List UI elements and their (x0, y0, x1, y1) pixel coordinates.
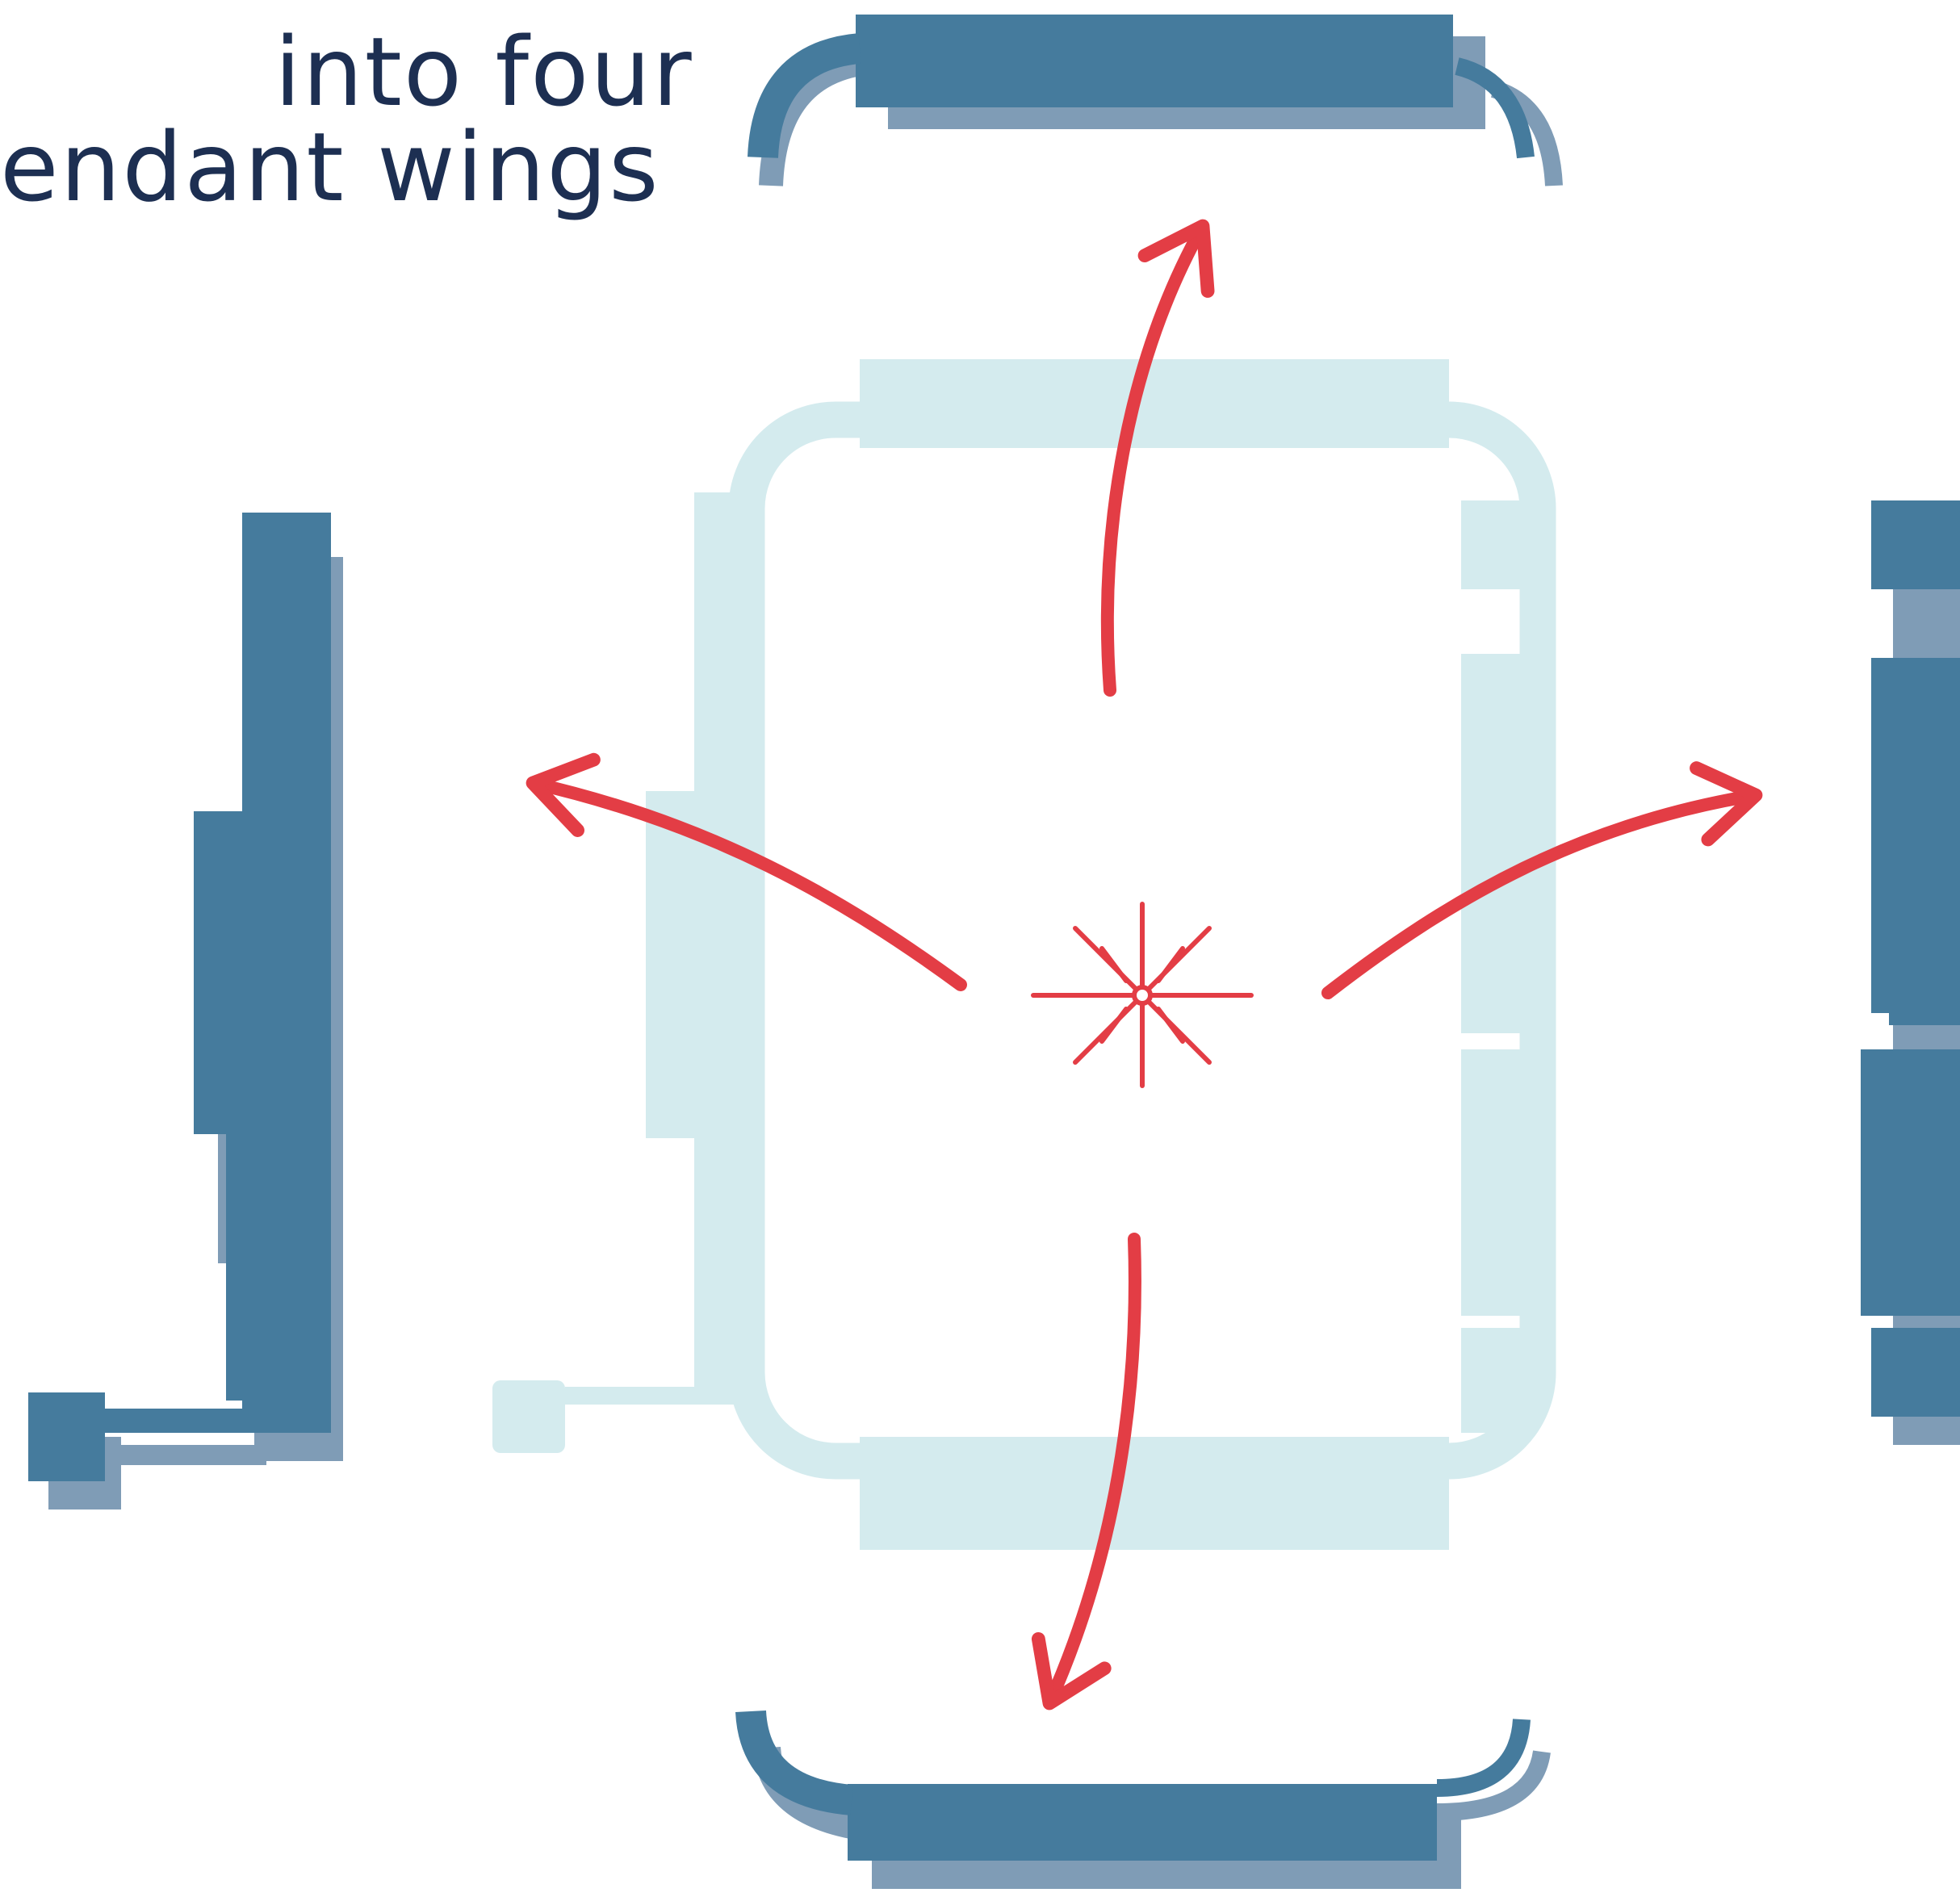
heading-line-2: endant wings (0, 111, 660, 223)
arrow-right (1321, 761, 1763, 999)
arrow-down (1031, 1233, 1141, 1710)
wing-right (1861, 500, 1960, 1445)
heading: into four endant wings (0, 24, 693, 215)
wing-bottom (735, 1710, 1551, 1889)
heading-line-1: into four (274, 16, 693, 128)
wing-left (28, 513, 343, 1509)
burst-icon (1031, 902, 1254, 1088)
central-building-outline (492, 359, 1556, 1550)
wing-top (748, 15, 1563, 186)
arrows (526, 219, 1763, 1710)
arrow-left (526, 752, 967, 991)
arrow-up (1100, 219, 1215, 697)
